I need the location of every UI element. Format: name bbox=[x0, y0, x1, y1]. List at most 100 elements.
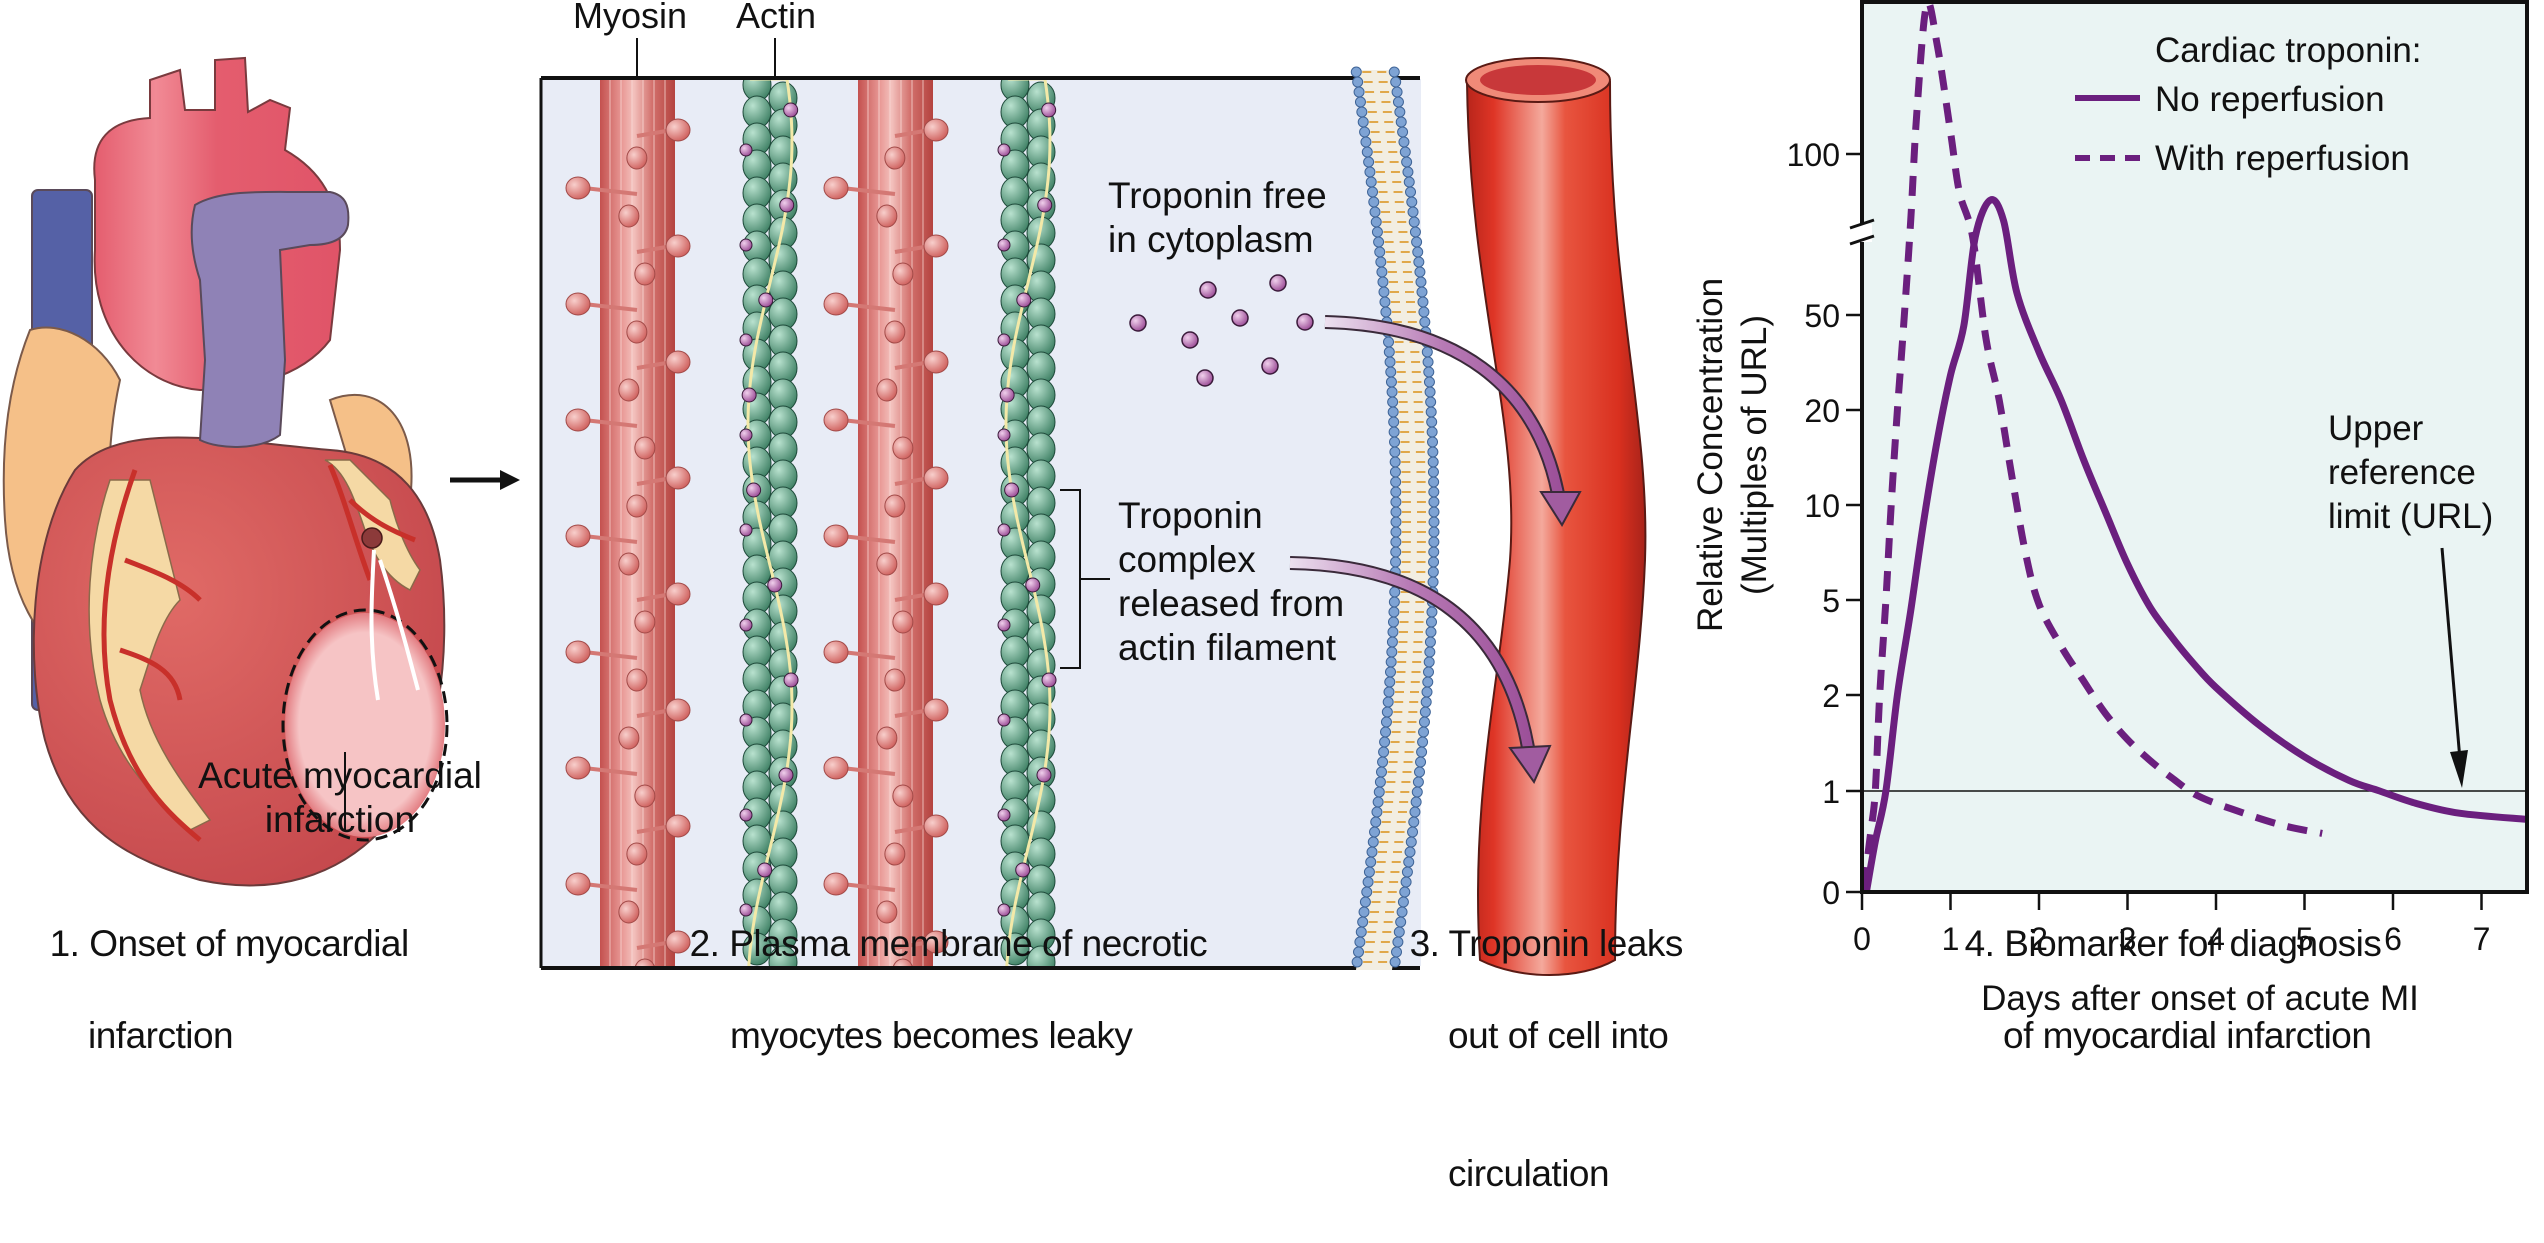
tropomyosin-strand bbox=[746, 79, 794, 966]
troponin-complex-line4: actin filament bbox=[1118, 627, 1337, 668]
myosin-head bbox=[923, 350, 949, 374]
troponin-molecule bbox=[1196, 369, 1214, 387]
legend-label-no-reperfusion: No reperfusion bbox=[2155, 80, 2385, 119]
myosin-head bbox=[665, 118, 691, 142]
x-tick-label: 4 bbox=[2207, 921, 2225, 957]
lipid-head bbox=[1389, 586, 1401, 598]
plot-area bbox=[1862, 2, 2527, 892]
lipid-head bbox=[1390, 496, 1402, 508]
url-label-line1: Upper bbox=[2328, 409, 2424, 448]
lipid-head bbox=[1350, 66, 1362, 78]
lipid-head bbox=[1383, 336, 1395, 348]
lipid-head bbox=[1389, 466, 1401, 478]
caption-panel-4: 4. Biomarker for diagnosis of myocardial… bbox=[1945, 875, 2382, 1105]
y-tick-label: 100 bbox=[1787, 137, 1840, 173]
lipid-head bbox=[1384, 356, 1396, 368]
lipid-head bbox=[1373, 786, 1385, 798]
lipid-head bbox=[1355, 926, 1367, 938]
caption-panel-3: 3. Troponin leaks out of cell into circu… bbox=[1390, 875, 1684, 1243]
lipid-head bbox=[1390, 536, 1402, 548]
x-tick-label: 0 bbox=[1853, 921, 1871, 957]
lipid-head bbox=[1380, 306, 1392, 318]
lipid-head bbox=[1389, 456, 1401, 468]
lipid-head bbox=[1360, 136, 1372, 148]
lipid-head bbox=[1359, 126, 1371, 138]
troponin-molecule bbox=[1231, 309, 1249, 327]
x-tick-label: 7 bbox=[2473, 921, 2491, 957]
myocyte-cell bbox=[539, 76, 1421, 970]
lipid-head bbox=[1359, 896, 1371, 908]
lipid-head bbox=[1377, 276, 1389, 288]
myosin-head bbox=[565, 524, 591, 548]
myosin-head bbox=[923, 930, 949, 954]
myosin-head bbox=[665, 350, 691, 374]
troponin-molecule bbox=[1199, 281, 1217, 299]
lipid-head bbox=[1374, 246, 1386, 258]
troponin-complex bbox=[779, 197, 795, 213]
lipid-head bbox=[1390, 506, 1402, 518]
myosin-head bbox=[923, 118, 949, 142]
lipid-head bbox=[1385, 376, 1397, 388]
troponin-complex-line3: released from bbox=[1118, 583, 1344, 624]
caption-panel-1: 1. Onset of myocardial infarction bbox=[30, 875, 410, 1105]
lipid-head bbox=[1389, 446, 1401, 458]
lipid-head bbox=[1390, 526, 1402, 538]
lipid-head bbox=[1373, 236, 1385, 248]
legend-label-with-reperfusion: With reperfusion bbox=[2155, 139, 2410, 178]
troponin-complex bbox=[758, 292, 774, 308]
plot-frame bbox=[1860, 0, 2529, 894]
lipid-head bbox=[1384, 676, 1396, 688]
lipid-head bbox=[1369, 826, 1381, 838]
troponin-complex bbox=[1025, 577, 1041, 593]
caption-1-line1: 1. Onset of myocardial bbox=[49, 923, 410, 964]
y-tick-label: 1 bbox=[1822, 774, 1840, 810]
x-tick-label: 1 bbox=[1942, 921, 1960, 957]
coronary-artery-right bbox=[327, 464, 416, 581]
free-troponin-cluster bbox=[1129, 274, 1314, 387]
coronary-fat-left bbox=[88, 479, 212, 831]
lipid-head bbox=[1354, 96, 1366, 108]
lipid-head bbox=[1377, 756, 1389, 768]
troponin-complex-line2: complex bbox=[1118, 539, 1256, 580]
troponin-complex bbox=[767, 577, 783, 593]
heart-illustration bbox=[2, 56, 449, 887]
troponin-complex bbox=[741, 387, 757, 403]
caption-2-line1: 2. Plasma membrane of necrotic bbox=[689, 923, 1208, 964]
myosin-head bbox=[665, 234, 691, 258]
troponin-complex bbox=[1041, 102, 1057, 118]
lipid-head bbox=[1361, 146, 1373, 158]
y-tick-label: 20 bbox=[1804, 393, 1840, 429]
x-tick-label: 6 bbox=[2384, 921, 2402, 957]
y-tick-label: 10 bbox=[1804, 488, 1840, 524]
lipid-head bbox=[1369, 206, 1381, 218]
caption-4-line2: of myocardial infarction bbox=[2003, 1015, 2372, 1056]
caption-2-line2: myocytes becomes leaky bbox=[730, 1015, 1133, 1056]
lipid-head bbox=[1353, 946, 1365, 958]
lipid-head bbox=[1363, 156, 1375, 168]
lipid-head bbox=[1362, 876, 1374, 888]
lipid-head bbox=[1388, 416, 1400, 428]
myosin-filament bbox=[858, 79, 933, 966]
url-pointer-arrow bbox=[2440, 547, 2468, 788]
lipid-head bbox=[1386, 646, 1398, 658]
plasma-membrane bbox=[1350, 66, 1440, 970]
myosin-filament bbox=[600, 79, 675, 966]
x-tick-label: 2 bbox=[2030, 921, 2048, 957]
myosin-head bbox=[823, 292, 849, 316]
lipid-head bbox=[1380, 716, 1392, 728]
y-tick-label: 5 bbox=[1822, 583, 1840, 619]
y-tick-label: 0 bbox=[1822, 875, 1840, 911]
leak-arrow-upper bbox=[1324, 315, 1582, 527]
troponin-complex-line1: Troponin bbox=[1118, 495, 1263, 536]
lipid-head bbox=[1383, 686, 1395, 698]
troponin-free-line2: in cytoplasm bbox=[1108, 219, 1314, 260]
troponin-molecule bbox=[1261, 357, 1279, 375]
lipid-head bbox=[1386, 386, 1398, 398]
troponin-molecule bbox=[1269, 274, 1287, 292]
troponin-complex bbox=[999, 387, 1015, 403]
lipid-head bbox=[1372, 796, 1384, 808]
caption-panel-2: 2. Plasma membrane of necrotic myocytes … bbox=[670, 875, 1208, 1105]
lipid-head bbox=[1378, 746, 1390, 758]
